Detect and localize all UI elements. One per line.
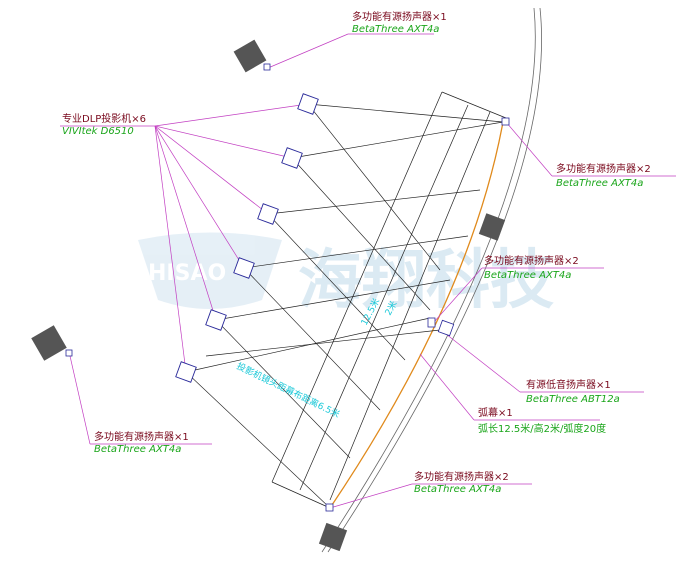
leader-lines — [60, 33, 676, 509]
label-speaker-left-en: BetaThree AXT4a — [94, 444, 181, 455]
label-speaker-bottom-en: BetaThree AXT4a — [414, 484, 501, 495]
label-screen-spec: 弧长12.5米/高2米/弧度20度 — [478, 422, 606, 435]
speaker-right — [478, 213, 506, 241]
label-subwoofer-en: BetaThree ABT12a — [526, 394, 620, 405]
watermark-logo-text: HISAO — [148, 261, 226, 286]
projector-6 — [175, 361, 197, 383]
label-screen-cn: 弧幕×1 — [478, 406, 513, 419]
label-speaker-right-mid-cn: 多功能有源扬声器×2 — [484, 254, 579, 267]
projector-2 — [281, 147, 303, 169]
speaker-mount-left — [65, 349, 73, 357]
speakers — [31, 39, 506, 552]
label-projector-en: VIVItek D6510 — [62, 126, 134, 137]
speaker-top — [233, 39, 267, 73]
label-projector-cn: 专业DLP投影机×6 — [62, 112, 146, 125]
curved-screen — [329, 121, 504, 509]
label-speaker-left-cn: 多功能有源扬声器×1 — [94, 430, 189, 443]
projector-4 — [233, 257, 255, 279]
label-speaker-right-mid-en: BetaThree AXT4a — [484, 270, 571, 281]
watermark-logo-shape — [138, 232, 282, 309]
projector-5 — [205, 309, 227, 331]
speaker-mount-right-mid — [427, 317, 436, 328]
label-speaker-right-top-cn: 多功能有源扬声器×2 — [556, 162, 651, 175]
throw-distance-label: 投影机镜头距幕布距离6.5米 — [235, 360, 342, 420]
label-speaker-top-en: BetaThree AXT4a — [352, 24, 439, 35]
label-subwoofer-cn: 有源低音扬声器×1 — [526, 378, 611, 391]
projector-1 — [297, 93, 319, 115]
speaker-left — [31, 325, 67, 361]
speaker-mount-right-top — [501, 117, 510, 126]
speaker-bottom — [318, 522, 348, 552]
speaker-mount-top — [263, 63, 271, 71]
speaker-mount-bottom — [325, 503, 334, 512]
room-frame — [205, 91, 507, 509]
speaker-mounts — [65, 63, 510, 512]
projectors — [175, 93, 319, 383]
label-speaker-bottom-cn: 多功能有源扬声器×2 — [414, 470, 509, 483]
label-speaker-right-top-en: BetaThree AXT4a — [556, 178, 643, 189]
wall-arc-inner — [321, 7, 536, 553]
subwoofer-box — [437, 319, 455, 337]
projection-beams — [185, 103, 504, 509]
label-speaker-top-cn: 多功能有源扬声器×1 — [352, 10, 447, 23]
projector-3 — [257, 203, 279, 225]
